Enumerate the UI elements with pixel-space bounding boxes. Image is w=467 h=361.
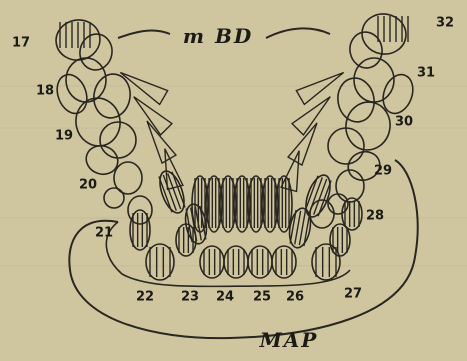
incisor-upper-6: [279, 178, 289, 228]
root-2: [140, 117, 176, 163]
root-0: [116, 66, 167, 105]
molar-right-1: [347, 29, 385, 70]
crown-hatch-17: [60, 22, 90, 48]
bd-arrow-right: [266, 28, 330, 38]
bicuspid-0: [155, 168, 189, 216]
lower-crown-hatch-0: [150, 247, 170, 277]
tooth-number-20: 20: [79, 178, 97, 193]
incisor-upper-4: [251, 178, 261, 228]
molar-right-3: [378, 70, 418, 117]
label-map: MAP: [260, 328, 319, 352]
incisor-upper-1: [209, 178, 219, 228]
tooth-number-19: 19: [55, 129, 73, 144]
bicuspid-hatch-5: [305, 176, 331, 216]
tooth-number-32: 32: [436, 16, 454, 31]
bicuspid-hatch-0: [159, 172, 185, 212]
tooth-number-25: 25: [253, 290, 271, 305]
incisor-upper-5: [265, 178, 275, 228]
molar-left-6: [100, 122, 136, 158]
tooth-number-21: 21: [95, 226, 113, 241]
molar-right-5: [342, 99, 394, 154]
tooth-number-28: 28: [366, 209, 384, 224]
root-4: [296, 66, 347, 105]
lower-crown-hatch-4: [276, 249, 292, 275]
tooth-number-26: 26: [286, 290, 304, 305]
lower-crown-hatch-1: [204, 249, 220, 275]
tooth-number-24: 24: [216, 290, 234, 305]
molar-right-4: [334, 75, 377, 125]
lower-crown-hatch-3: [252, 249, 268, 275]
incisor-upper-3: [237, 178, 247, 228]
tooth-number-31: 31: [417, 66, 435, 81]
tooth-number-22: 22: [136, 290, 154, 305]
bicuspid-5: [301, 172, 335, 220]
incisor-upper-2: [223, 178, 233, 228]
lower-crown-hatch-2: [228, 249, 244, 275]
bd-arrow-left: [118, 31, 170, 38]
incisor-upper-0: [195, 178, 205, 228]
molar-left-3: [52, 70, 92, 117]
bicuspid-hatch-6: [345, 201, 359, 227]
tooth-number-27: 27: [344, 287, 362, 302]
molar-left-9: [104, 188, 124, 208]
crown-hatch-32: [378, 16, 408, 42]
label-bd: m BD: [183, 24, 253, 48]
tooth-number-18: 18: [36, 84, 54, 99]
tooth-number-17: 17: [12, 36, 30, 51]
bicuspid-hatch-3: [179, 227, 193, 253]
tooth-number-29: 29: [374, 164, 392, 179]
tooth-number-23: 23: [181, 290, 199, 305]
tooth-number-30: 30: [395, 115, 413, 130]
